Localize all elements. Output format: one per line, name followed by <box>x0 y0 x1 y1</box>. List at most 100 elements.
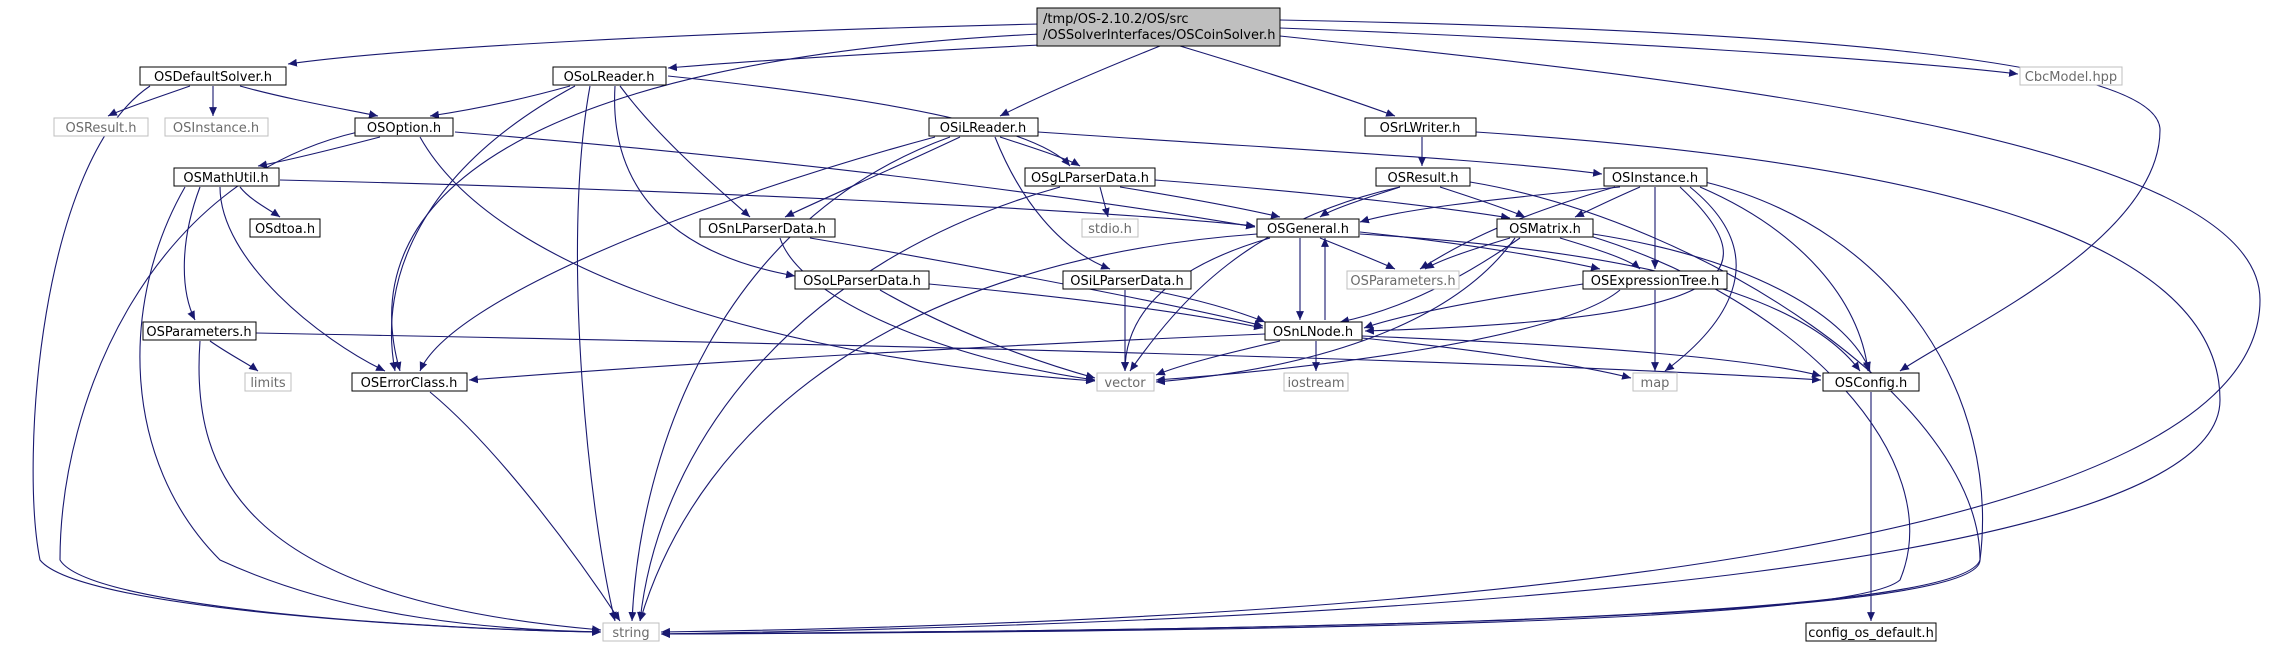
edge-osdefaultsolver-string <box>32 85 602 636</box>
node-osinstance-external[interactable]: OSInstance.h <box>164 117 269 137</box>
node-osdtoa[interactable]: OSdtoa.h <box>249 218 321 238</box>
edge-osmathutil-osparameters <box>183 186 201 321</box>
node-root-oscoinsolver[interactable]: /tmp/OS-2.10.2/OS/src /OSSolverInterface… <box>1036 7 1281 47</box>
node-osilparserdata-label: OSiLParserData.h <box>1070 274 1183 289</box>
node-cbcmodel[interactable]: CbcModel.hpp <box>2019 66 2123 86</box>
node-map-label: map <box>1641 376 1670 391</box>
node-osrlwriter-label: OSrLWriter.h <box>1380 121 1461 136</box>
node-osresult[interactable]: OSResult.h <box>1375 167 1471 187</box>
edge-osgeneral-string <box>638 233 1258 622</box>
node-limits[interactable]: limits <box>244 372 292 392</box>
node-osoption-label: OSOption.h <box>367 121 441 136</box>
edge-osolreader-osoption <box>429 85 571 119</box>
edge-root-osolreader <box>667 43 1061 72</box>
node-stdio[interactable]: stdio.h <box>1081 218 1139 238</box>
node-osgeneral[interactable]: OSGeneral.h <box>1256 218 1360 238</box>
edge-osexpressiontree-vector <box>1155 289 1621 384</box>
node-osparameters-external[interactable]: OSParameters.h <box>1346 270 1460 290</box>
node-osinstance-label: OSInstance.h <box>1612 171 1698 186</box>
node-osnlparserdata[interactable]: OSnLParserData.h <box>699 218 836 238</box>
edge-osresult-osmatrix <box>1439 186 1526 218</box>
edge-osilreader-oserrorclass <box>419 136 936 372</box>
node-oserrorclass-label: OSErrorClass.h <box>361 376 458 391</box>
edge-osmathutil-string <box>139 186 602 636</box>
edge-osoption-vector <box>419 136 1096 385</box>
node-iostream[interactable]: iostream <box>1283 372 1349 392</box>
node-osoption[interactable]: OSOption.h <box>354 117 454 137</box>
edge-osolreader-string <box>576 85 617 622</box>
node-osilreader[interactable]: OSiLReader.h <box>928 117 1039 137</box>
edge-osilreader-osilparserdata <box>994 136 1111 270</box>
node-osconfig[interactable]: OSConfig.h <box>1822 372 1920 392</box>
edge-osmatrix-string <box>660 235 1911 638</box>
node-osexpressiontree[interactable]: OSExpressionTree.h <box>1582 270 1728 290</box>
node-map[interactable]: map <box>1632 372 1678 392</box>
edge-osparameters-limits <box>209 340 259 372</box>
edge-osoption-string <box>59 131 602 636</box>
edge-root-osrlwriter <box>1179 45 1396 117</box>
node-osnlnode[interactable]: OSnLNode.h <box>1264 321 1363 341</box>
node-config-os-default-label: config_os_default.h <box>1808 626 1934 641</box>
edge-root-cbcmodel <box>1279 27 2019 77</box>
node-osparameters[interactable]: OSParameters.h <box>142 321 257 341</box>
edge-osnlparserdata-vector <box>779 237 1096 383</box>
node-string[interactable]: string <box>602 622 660 642</box>
node-oserrorclass[interactable]: OSErrorClass.h <box>351 372 468 392</box>
node-osinstance[interactable]: OSInstance.h <box>1603 167 1708 187</box>
node-osmatrix-label: OSMatrix.h <box>1509 222 1581 237</box>
edge-osmatrix-osconfig <box>1592 233 1871 372</box>
nodes-layer: /tmp/OS-2.10.2/OS/src /OSSolverInterface… <box>53 7 2123 642</box>
edge-osilreader-string <box>628 136 951 622</box>
node-osnlparserdata-label: OSnLParserData.h <box>708 222 826 237</box>
edge-osmatrix-osparameters-ext <box>1424 237 1511 270</box>
edge-osglparserdata-stdio <box>1099 186 1110 218</box>
edge-osmatrix-osexpressiontree <box>1559 237 1641 270</box>
node-osglparserdata-label: OSgLParserData.h <box>1031 171 1149 186</box>
node-osdefaultsolver-label: OSDefaultSolver.h <box>154 70 272 85</box>
edge-osrlwriter-string <box>660 131 2221 638</box>
node-osolparserdata[interactable]: OSoLParserData.h <box>794 270 930 290</box>
edge-osolreader-osglparserdata <box>667 75 1071 167</box>
node-osdtoa-label: OSdtoa.h <box>255 222 315 237</box>
node-osmathutil-label: OSMathUtil.h <box>183 171 268 186</box>
edge-osilreader-osglparserdata <box>999 136 1081 167</box>
edge-root-osconfig <box>1279 19 2161 372</box>
node-osconfig-label: OSConfig.h <box>1835 376 1908 391</box>
node-osolreader[interactable]: OSoLReader.h <box>552 66 667 86</box>
node-osinstance-external-label: OSInstance.h <box>173 121 259 136</box>
node-osrlwriter[interactable]: OSrLWriter.h <box>1364 117 1477 137</box>
root-line1: /tmp/OS-2.10.2/OS/src <box>1043 12 1189 27</box>
edge-osmatrix-vector <box>1155 237 1516 386</box>
node-vector[interactable]: vector <box>1096 372 1155 392</box>
node-osmathutil[interactable]: OSMathUtil.h <box>173 167 280 187</box>
node-config-os-default[interactable]: config_os_default.h <box>1805 622 1937 642</box>
node-osmatrix[interactable]: OSMatrix.h <box>1496 218 1594 238</box>
edge-osilreader-osnlparserdata <box>784 136 961 218</box>
edge-osexpressiontree-osnlnode <box>1363 283 1584 329</box>
node-osglparserdata[interactable]: OSgLParserData.h <box>1024 167 1156 187</box>
node-osdefaultsolver[interactable]: OSDefaultSolver.h <box>139 66 287 86</box>
node-osresult-external[interactable]: OSResult.h <box>53 117 149 137</box>
edge-osilparserdata-osnlnode <box>1149 289 1266 323</box>
edge-osinstance-osgeneral <box>1359 186 1621 224</box>
node-string-label: string <box>612 626 649 641</box>
node-osilparserdata[interactable]: OSiLParserData.h <box>1062 270 1192 290</box>
edge-osolreader-osolparserdata <box>614 85 796 279</box>
edge-osmathutil-osdtoa <box>239 186 281 218</box>
node-vector-label: vector <box>1104 376 1146 391</box>
node-osresult-label: OSResult.h <box>1387 171 1458 186</box>
edge-root-osdefaultsolver <box>287 23 1041 67</box>
edge-osresult-vector <box>1129 186 1401 372</box>
edge-osolparserdata-vector <box>879 289 1096 380</box>
edge-osgeneral-osexpressiontree <box>1359 231 1601 271</box>
edge-osdefaultsolver-osoption <box>239 85 379 119</box>
node-osolreader-label: OSoLReader.h <box>564 70 655 85</box>
edge-osmathutil-oserrorclass <box>219 186 386 372</box>
edge-osglparserdata-osgeneral <box>1119 186 1281 219</box>
node-osnlnode-label: OSnLNode.h <box>1273 325 1353 340</box>
edge-osnlnode-osconfig <box>1361 335 1822 378</box>
edge-osresult-osgeneral <box>1319 186 1401 218</box>
edge-osoption-osmathutil <box>257 136 381 169</box>
node-osparameters-label: OSParameters.h <box>146 325 251 340</box>
